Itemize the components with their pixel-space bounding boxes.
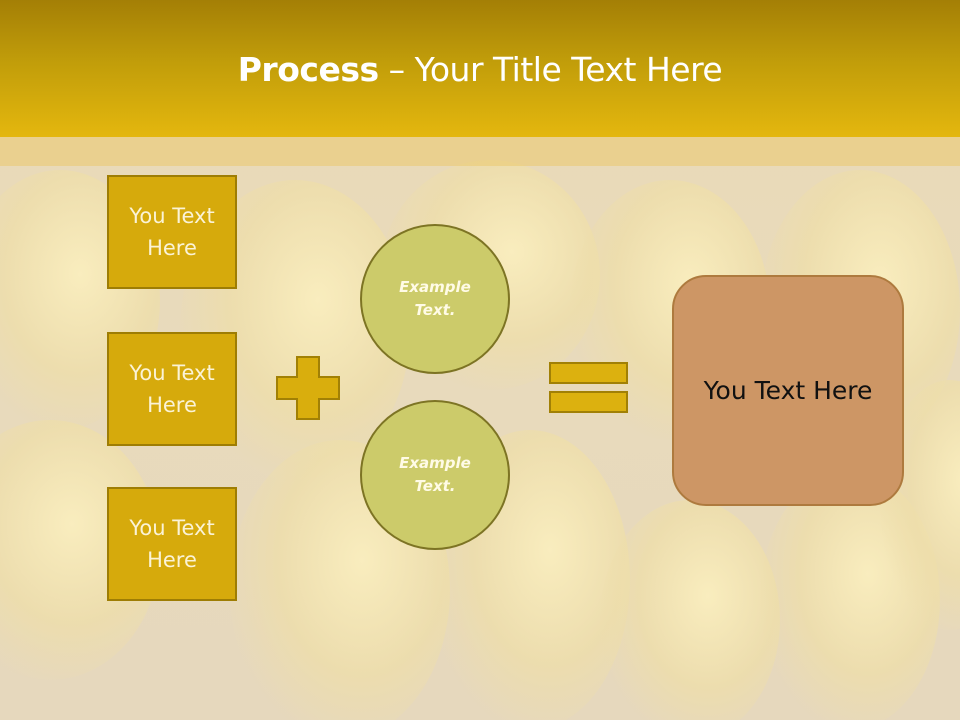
box-text-line2: Here <box>147 393 197 417</box>
circle-text-line2: Text. <box>414 477 456 495</box>
result-box[interactable]: You Text Here <box>672 275 904 506</box>
equals-bar-top <box>549 362 628 384</box>
result-text: You Text Here <box>703 376 873 405</box>
header-band <box>0 137 960 166</box>
circle-text-line2: Text. <box>414 301 456 319</box>
box-text-line2: Here <box>147 548 197 572</box>
box-text-line1: You Text <box>129 204 215 228</box>
plus-icon <box>276 356 340 420</box>
title-bar: Process – Your Title Text Here <box>0 0 960 137</box>
box-text-line1: You Text <box>129 516 215 540</box>
circle-text-line1: Example <box>399 278 471 296</box>
box-text-line1: You Text <box>129 361 215 385</box>
title-bold: Process <box>237 50 379 89</box>
circle-text-line1: Example <box>399 454 471 472</box>
equals-bar-bottom <box>549 391 628 413</box>
box-text-line2: Here <box>147 236 197 260</box>
slide-title[interactable]: Process – Your Title Text Here <box>0 50 960 89</box>
title-rest: – Your Title Text Here <box>378 50 723 89</box>
